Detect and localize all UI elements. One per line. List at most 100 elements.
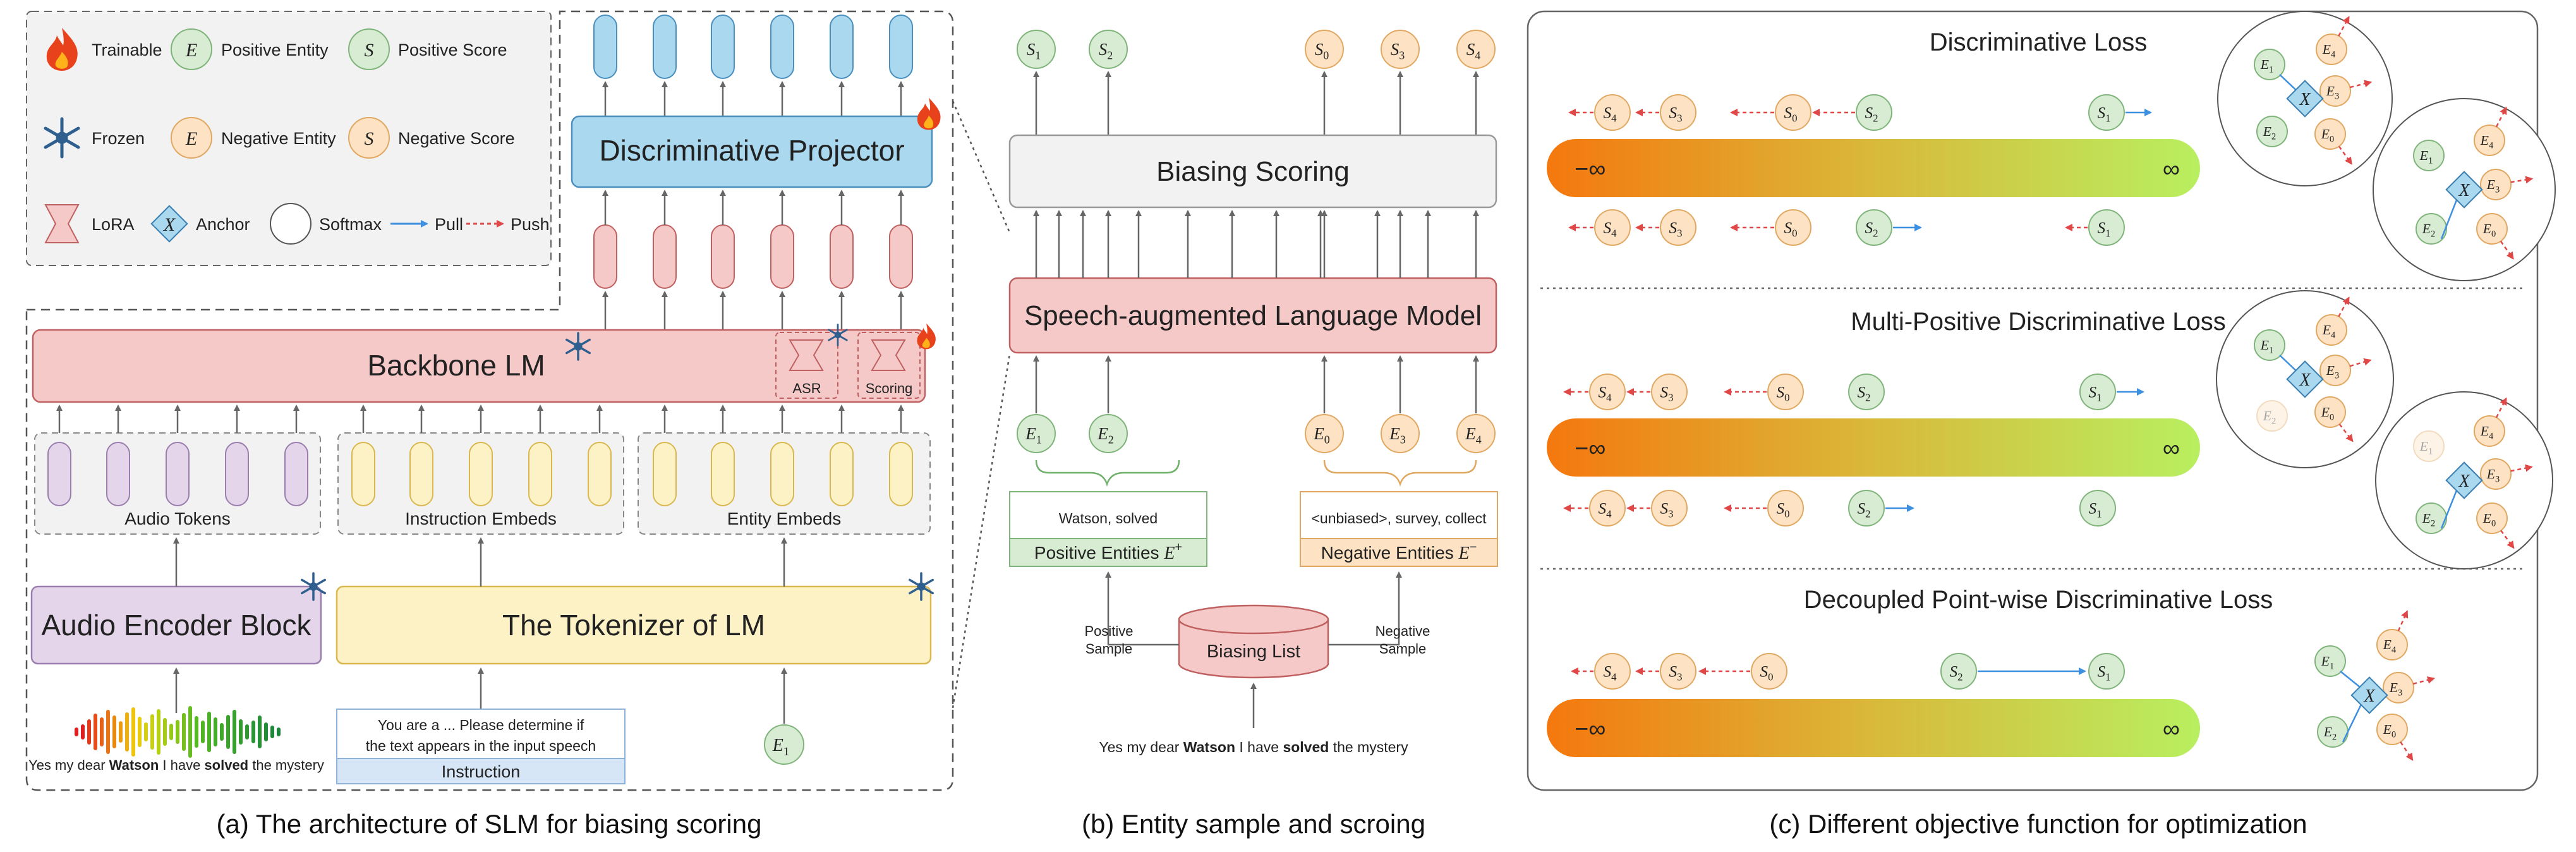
lora-token: [889, 224, 913, 289]
score-node-circle: [1660, 209, 1696, 246]
anchor-node: [2286, 80, 2324, 118]
cluster-node-label: E0: [2482, 221, 2496, 239]
cluster-node: E0: [2314, 118, 2346, 150]
push-arrow: [2500, 530, 2515, 549]
svg-text:Speech-augmented Language Mode: Speech-augmented Language Model: [1024, 300, 1482, 331]
entity-node-label: E3: [1389, 424, 1406, 446]
cluster-node: E0: [2476, 502, 2508, 534]
audio-token: [225, 442, 249, 506]
score-node-circle: [1089, 30, 1128, 69]
score-node-label: S3: [1660, 500, 1674, 520]
push-arrow: [2338, 423, 2354, 442]
cluster-node-circle: [2254, 49, 2285, 80]
svg-text:E: E: [185, 40, 197, 61]
legend-negative-score: Negative Score: [398, 129, 515, 148]
entity-node-label: E2: [1097, 424, 1114, 446]
cluster-node-label: E0: [2321, 405, 2334, 422]
panel-c: Discriminative Loss Multi-Positive Discr…: [1527, 10, 2556, 839]
waveform-bar: [112, 715, 116, 748]
cluster-node: E1: [2254, 329, 2285, 361]
waveform-bar: [239, 719, 243, 745]
score-node-label: S1: [2098, 104, 2111, 124]
tokenizer-block: [336, 585, 932, 665]
pos-inf-label: ∞: [2163, 156, 2180, 183]
cluster-node: E4: [2376, 629, 2408, 660]
lora-token: [653, 224, 677, 289]
fire-icon: [917, 97, 941, 130]
legend-negative-entity-node: [171, 117, 212, 159]
cluster-node-label: E1: [2419, 148, 2433, 166]
score-node: S1: [1017, 30, 1056, 69]
legend-negative-entity: Negative Entity: [221, 129, 336, 148]
svg-text:Instruction Embeds: Instruction Embeds: [405, 509, 557, 528]
neg-inf-label: −∞: [1575, 156, 1605, 183]
waveform-bar: [163, 718, 167, 746]
waveform-bar: [251, 721, 255, 743]
anchor-node: [2445, 171, 2483, 209]
cluster-node: E2: [2317, 716, 2349, 748]
score-node: S4: [1594, 94, 1631, 131]
push-arrow: [2495, 106, 2507, 128]
entity-node: E1: [1017, 414, 1056, 453]
positive-sample-arrow: [1105, 571, 1179, 646]
cluster-node: E1: [2314, 645, 2346, 677]
panel-a: Trainable E Positive Entity S Positive S…: [25, 10, 954, 839]
svg-text:Backbone LM: Backbone LM: [367, 349, 545, 382]
svg-text:The Tokenizer of LM: The Tokenizer of LM: [502, 609, 765, 642]
cluster-node-circle: [2383, 672, 2414, 703]
waveform-bar: [176, 720, 179, 744]
score-node-label: S3: [1669, 104, 1683, 124]
snowflake-icon: [44, 117, 80, 159]
asr-lora-box: [775, 332, 838, 399]
score-node-label: S2: [1865, 219, 1878, 239]
neg-inf-label: −∞: [1575, 716, 1605, 743]
legend: Trainable E Positive Entity S Positive S…: [44, 28, 550, 245]
waveform-bar: [277, 727, 281, 736]
waveform-bar: [258, 715, 262, 748]
cluster-node: E0: [2314, 396, 2346, 428]
cluster-node-label: E0: [2321, 126, 2334, 144]
fire-icon: [46, 28, 78, 71]
waveform-bar: [201, 721, 205, 743]
waveform-bar: [220, 723, 224, 741]
score-node-circle: [1594, 209, 1631, 246]
score-node-label: S3: [1391, 40, 1405, 62]
svg-text:Audio Tokens: Audio Tokens: [124, 509, 231, 528]
svg-text:Audio Encoder Block: Audio Encoder Block: [41, 609, 311, 642]
cluster-node: E0: [2476, 213, 2508, 245]
waveform-bar: [125, 712, 129, 752]
svg-text:Biasing List: Biasing List: [1207, 642, 1300, 662]
snowflake-icon: [301, 572, 326, 601]
entity-node-circle: [1089, 414, 1128, 453]
sample-transcript: Yes my dear Watson I have solved the mys…: [1099, 739, 1408, 755]
entity-node-circle: [1305, 414, 1344, 453]
lora-icon: [871, 339, 906, 371]
svg-text:E: E: [185, 128, 197, 149]
zoom-line: [952, 353, 1011, 709]
score-node-circle: [2079, 374, 2116, 410]
waveform-bar: [226, 715, 230, 749]
svg-text:Negative Entities E−: Negative Entities E−: [1321, 540, 1477, 563]
score-node: S2: [1848, 374, 1885, 410]
lora-icon: [789, 339, 824, 371]
cluster-node-circle: [2256, 116, 2288, 147]
cluster-node-label: E2: [2323, 724, 2337, 742]
snowflake-icon: [565, 332, 591, 361]
score-node-label: S1: [1027, 40, 1041, 62]
cluster-node-circle: [2256, 400, 2288, 432]
waveform-bar: [81, 724, 85, 739]
cluster-node-circle: [2413, 430, 2445, 462]
cluster-node-circle: [2314, 645, 2346, 677]
zoom-line: [952, 100, 1011, 233]
score-node: S1: [2088, 94, 2125, 131]
score-node-circle: [1660, 653, 1696, 690]
negative-brace: [1323, 459, 1477, 487]
section-title: Decoupled Point-wise Discriminative Loss: [1804, 586, 2273, 614]
architecture-outline: [25, 10, 954, 791]
waveform-bar: [144, 722, 148, 741]
legend-positive-score: Positive Score: [398, 40, 507, 59]
score-node: S4: [1589, 490, 1626, 526]
score-node-label: S2: [1865, 104, 1878, 124]
score-node-circle: [1660, 94, 1696, 131]
